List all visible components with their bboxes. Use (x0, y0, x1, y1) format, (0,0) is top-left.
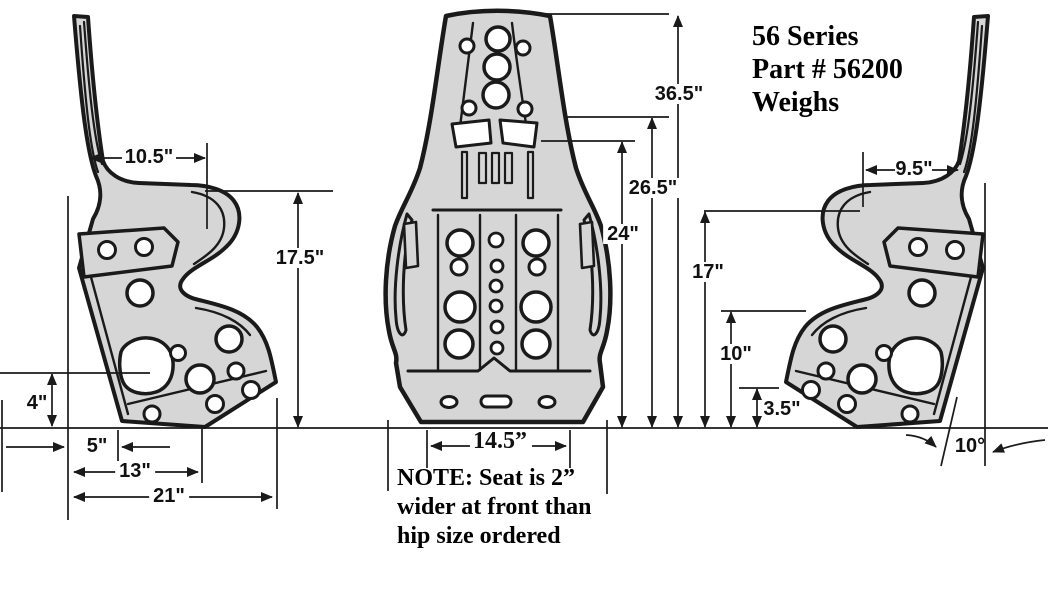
angle-arrow-left (905, 434, 937, 448)
angle-arrow-right (992, 439, 1046, 453)
seat-pan-edge (406, 356, 592, 373)
dim-right-top-width: 9.5" (895, 158, 933, 180)
dim-belt-slot-height: 24" (603, 224, 643, 244)
mount-bracket (77, 226, 180, 279)
series-title: 56 Series (752, 21, 859, 52)
dim-left-base-length: 13" (115, 461, 155, 481)
dim-front-width: 14.5” (473, 428, 527, 454)
seat-outline (72, 14, 278, 429)
dim-left-back-height: 17.5" (271, 248, 329, 268)
title-block: 56 Series Part # 56200 Weighs (752, 20, 903, 119)
dim-left-rear-offset: 5" (86, 435, 108, 457)
seat-side-view-left (72, 14, 278, 429)
note-line-1: NOTE: Seat is 2” (397, 465, 576, 491)
belt-slot-left (450, 118, 493, 149)
dim-overall-height: 36.5" (650, 84, 708, 104)
dim-right-back-height: 17" (688, 262, 728, 282)
angle-slanted-line (940, 396, 958, 467)
dim-shoulder-height: 26.5" (624, 178, 682, 198)
dim-back-angle: 10° (954, 435, 986, 457)
dim-left-overall-length: 21" (149, 486, 189, 506)
note-line-2: wider at front than (397, 494, 592, 520)
dim-right-hip-height: 10" (716, 344, 756, 364)
note-block: NOTE: Seat is 2” wider at front than hip… (397, 464, 591, 551)
belt-slot-right (498, 118, 539, 149)
dim-right-rail-height: 3.5" (763, 398, 801, 420)
seat-front-view (383, 8, 613, 425)
dim-left-top-width: 10.5" (124, 146, 174, 168)
weight-label: Weighs (752, 87, 840, 118)
dim-left-rear-rise: 4" (26, 392, 48, 414)
note-line-3: hip size ordered (397, 523, 561, 549)
part-number: Part # 56200 (752, 54, 903, 85)
lightening-cutout (117, 336, 175, 396)
seat-front-outline (383, 8, 613, 425)
